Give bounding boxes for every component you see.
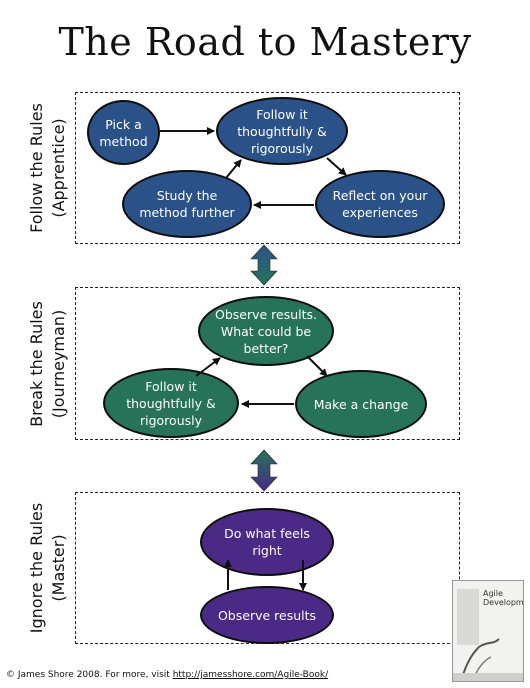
edge-follow-to-observe (195, 357, 221, 377)
edge-study-to-follow (225, 159, 242, 179)
edge-observe-to-change (306, 355, 328, 377)
footer-text: © James Shore 2008. For more, visit (6, 670, 173, 680)
transition-arrow-journeyman-master (250, 449, 278, 492)
transition-arrow-apprentice-journeyman (250, 244, 278, 286)
node-observe-results-master: Observe results (200, 586, 334, 644)
edge-follow-to-reflect (326, 157, 347, 176)
apprentice-section (75, 92, 460, 244)
diagram-title: The Road to Mastery (58, 20, 472, 64)
node-follow-it-apprentice: Follow it thoughtfully & rigorously (216, 97, 348, 165)
node-reflect-experiences: Reflect on your experiences (315, 170, 445, 238)
footer-link[interactable]: http://jamesshore.com/Agile-Book/ (172, 670, 329, 680)
book-cover-title: Agile Development (483, 589, 524, 607)
node-make-a-change: Make a change (295, 370, 427, 438)
journeyman-section (75, 287, 460, 440)
footer-credit: © James Shore 2008. For more, visit http… (6, 670, 328, 680)
node-observe-results-journeyman: Observe results. What could be better? (198, 296, 334, 366)
node-do-what-feels-right: Do what feels right (200, 508, 334, 576)
book-cover-art (453, 581, 523, 681)
book-cover-image: Agile Development (452, 580, 524, 682)
node-follow-it-journeyman: Follow it thoughtfully & rigorously (103, 368, 239, 438)
node-study-method-further: Study the method further (122, 170, 252, 238)
node-pick-a-method: Pick a method (87, 100, 160, 165)
